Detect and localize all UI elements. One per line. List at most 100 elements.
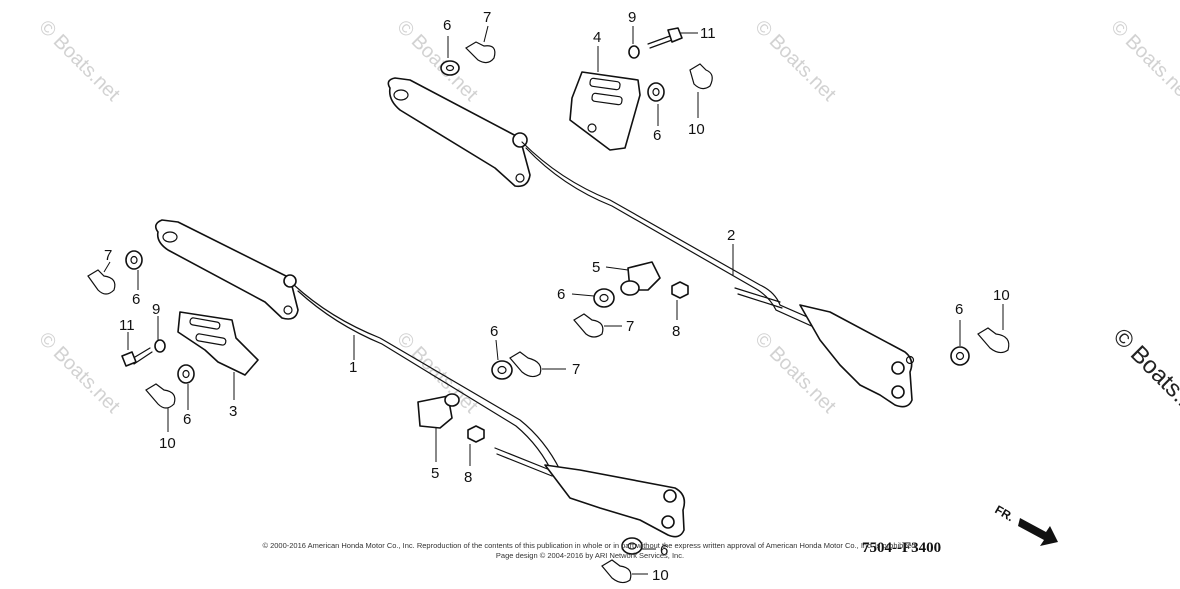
callout-10: 10 [993, 287, 1010, 304]
lower-bracket-slot-1 [189, 317, 221, 330]
bolt-lower-head [121, 351, 137, 367]
upper-bracket-body [569, 71, 641, 151]
part-1-lower-rod-assembly [154, 219, 686, 538]
watermark-3: © Boats.net [750, 16, 840, 106]
callout-7: 7 [572, 361, 580, 378]
clip-d [145, 383, 176, 409]
upper-arm-end [799, 304, 913, 408]
callout-6: 6 [183, 411, 191, 428]
clip-f [509, 351, 542, 378]
clip-a [465, 41, 496, 64]
washer-d-hole [182, 369, 190, 379]
callout-5: 5 [431, 465, 439, 482]
bolt-lower [121, 347, 153, 367]
watermark-1: © Boats.net [34, 16, 124, 106]
lower-arm-hole [162, 231, 178, 243]
callout-7: 7 [104, 247, 112, 264]
washer-c [125, 250, 143, 270]
upper-arm-end-pivot-2 [891, 385, 905, 399]
upper-arm-hole-2 [515, 173, 525, 183]
washer-g [950, 346, 970, 366]
upper-rod-line-1 [521, 141, 861, 341]
watermark-5: © Boats.net [34, 328, 124, 418]
bolt-upper [647, 27, 683, 49]
callout-10: 10 [159, 435, 176, 452]
copyright-line-2: Page design © 2004-2016 by ARI Network S… [496, 551, 684, 560]
washer-e-hole [599, 293, 609, 303]
callout-1: 1 [349, 359, 357, 376]
clips [87, 41, 1010, 584]
callout-9: 9 [152, 301, 160, 318]
callout-6: 6 [660, 542, 668, 559]
clip-e [573, 313, 604, 338]
part-5-joint-lower [417, 393, 460, 429]
part-2-upper-rod-assembly [387, 77, 915, 408]
washer-a [440, 60, 460, 76]
washer-h-hole [627, 542, 637, 550]
callout-8: 8 [464, 469, 472, 486]
callout-8: 8 [672, 323, 680, 340]
part-5-joint-upper [620, 261, 661, 296]
lower-arm-end [544, 464, 686, 538]
leader-6f [495, 339, 499, 361]
small-washer-upper [628, 45, 640, 59]
washer-h [621, 537, 643, 555]
callout-labels: 6 7 4 9 11 6 10 2 5 6 7 8 7 6 11 9 3 6 1… [104, 9, 1010, 584]
upper-rod-thread [734, 287, 783, 309]
lower-rod-thread [494, 447, 553, 477]
lower-rod-line-2 [297, 290, 637, 507]
lower-rod-line-1 [293, 284, 641, 501]
washer-f [491, 360, 513, 380]
lower-arm-hole-2 [283, 305, 293, 315]
callout-10: 10 [688, 121, 705, 138]
small-washer-lower [154, 339, 166, 353]
callout-6: 6 [443, 17, 451, 34]
front-direction-indicator: FR. [993, 502, 1058, 546]
joint-upper-end [620, 280, 640, 296]
lower-arm-end-pivot-2 [661, 515, 675, 529]
callout-6: 6 [955, 301, 963, 318]
callout-6: 6 [132, 291, 140, 308]
bolt-upper-shank [647, 35, 673, 49]
upper-arm-hole [393, 89, 409, 101]
upper-bracket-slot-2 [591, 92, 623, 106]
washer-e [593, 288, 615, 308]
leader-6c [571, 293, 595, 297]
clip-b [689, 63, 713, 90]
callout-11: 11 [700, 25, 716, 42]
bolt-upper-head [667, 27, 683, 43]
callout-7: 7 [483, 9, 491, 26]
upper-arm-end-stud [905, 355, 915, 365]
upper-arm-plate [387, 77, 531, 188]
washer-b-hole [652, 87, 660, 97]
watermark-4: © Boats.net [1106, 16, 1180, 106]
washer-f-hole [497, 365, 507, 375]
lower-bracket-body [177, 311, 259, 376]
clip-h [601, 559, 632, 584]
joint-lower-body [417, 395, 453, 429]
clip-g [977, 327, 1010, 354]
callout-5: 5 [592, 259, 600, 276]
upper-bracket-hole [587, 123, 597, 133]
callout-6: 6 [653, 127, 661, 144]
callout-11: 11 [119, 317, 135, 334]
lower-bracket-slot-2 [195, 333, 227, 346]
washer-a-hole [445, 64, 455, 72]
washer-d [177, 364, 195, 384]
callout-4: 4 [593, 29, 601, 46]
callout-6: 6 [490, 323, 498, 340]
leader-lines [103, 25, 1004, 575]
washer-b [647, 82, 665, 102]
callout-10: 10 [652, 567, 669, 584]
upper-rod-line-2 [525, 147, 857, 347]
upper-bracket-slot-1 [589, 77, 621, 91]
front-direction-arrow-icon [1018, 518, 1058, 546]
copyright-line-1: © 2000-2016 American Honda Motor Co., In… [262, 541, 917, 550]
callout-7: 7 [626, 318, 634, 335]
part-4-upper-bracket [569, 71, 641, 151]
watermark-8: © Boats.net [1108, 323, 1180, 431]
leader-7a [483, 25, 489, 43]
callout-3: 3 [229, 403, 237, 420]
